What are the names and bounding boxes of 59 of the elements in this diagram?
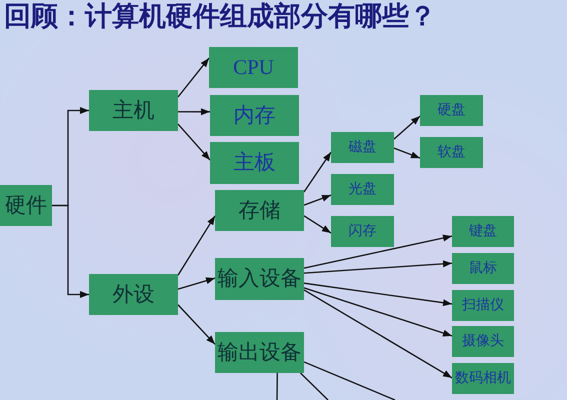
category-box <box>452 253 514 284</box>
node-label: 存储 <box>238 198 280 222</box>
node-label: 磁盘 <box>348 140 376 156</box>
node-label: 硬件 <box>5 194 47 218</box>
node-label: 主机 <box>112 98 154 122</box>
category-box <box>452 216 514 247</box>
connector-line <box>304 361 396 400</box>
title: 回顾：计算机硬件组成部分有哪些？ <box>4 0 436 32</box>
category-box <box>420 137 483 168</box>
node-label: 内存 <box>234 104 276 128</box>
node-label: 鼠标 <box>469 260 497 276</box>
node-label: 闪存 <box>348 224 376 240</box>
category-box <box>420 95 483 126</box>
category-box <box>452 326 514 357</box>
arrow <box>303 152 332 192</box>
node-label: CPU <box>233 56 274 80</box>
node-label: 数码相机 <box>455 370 511 386</box>
arrow <box>304 282 452 306</box>
node-label: 硬盘 <box>438 102 466 118</box>
arrow <box>178 277 216 290</box>
category-box <box>89 274 178 315</box>
arrow <box>304 215 332 234</box>
node-label: 输入设备 <box>218 267 302 291</box>
arrow <box>177 215 216 276</box>
category-box <box>0 185 52 226</box>
arrow <box>304 260 452 274</box>
arrow <box>178 58 210 98</box>
category-box <box>452 363 514 394</box>
category-box <box>331 216 394 247</box>
category-box <box>331 132 394 163</box>
connector-line <box>300 372 328 400</box>
arrow <box>178 304 216 345</box>
category-box <box>215 332 304 373</box>
arrow <box>394 148 420 159</box>
category-box <box>452 290 514 321</box>
arrow <box>304 289 452 378</box>
arrow <box>178 108 210 116</box>
node-label: 外设 <box>112 282 154 306</box>
arrow <box>52 204 89 298</box>
node-label: 光盘 <box>348 182 376 198</box>
arrow <box>304 234 452 269</box>
connector-line <box>276 373 278 400</box>
category-box <box>89 90 178 131</box>
category-box <box>215 258 304 300</box>
node-label: 扫描仪 <box>462 298 504 314</box>
node-label: 摄像头 <box>462 334 504 350</box>
node-label: 输出设备 <box>218 340 302 364</box>
category-box <box>210 142 299 184</box>
node-label: 软盘 <box>438 144 466 160</box>
arrow <box>178 124 210 160</box>
category-box <box>209 47 298 88</box>
arrow <box>304 287 452 337</box>
category-box <box>215 190 304 231</box>
arrow <box>394 116 420 140</box>
node-label: 主板 <box>234 151 276 175</box>
category-box <box>331 174 394 205</box>
node-label: 键盘 <box>469 224 497 240</box>
category-box <box>210 95 299 136</box>
arrow <box>304 194 332 206</box>
